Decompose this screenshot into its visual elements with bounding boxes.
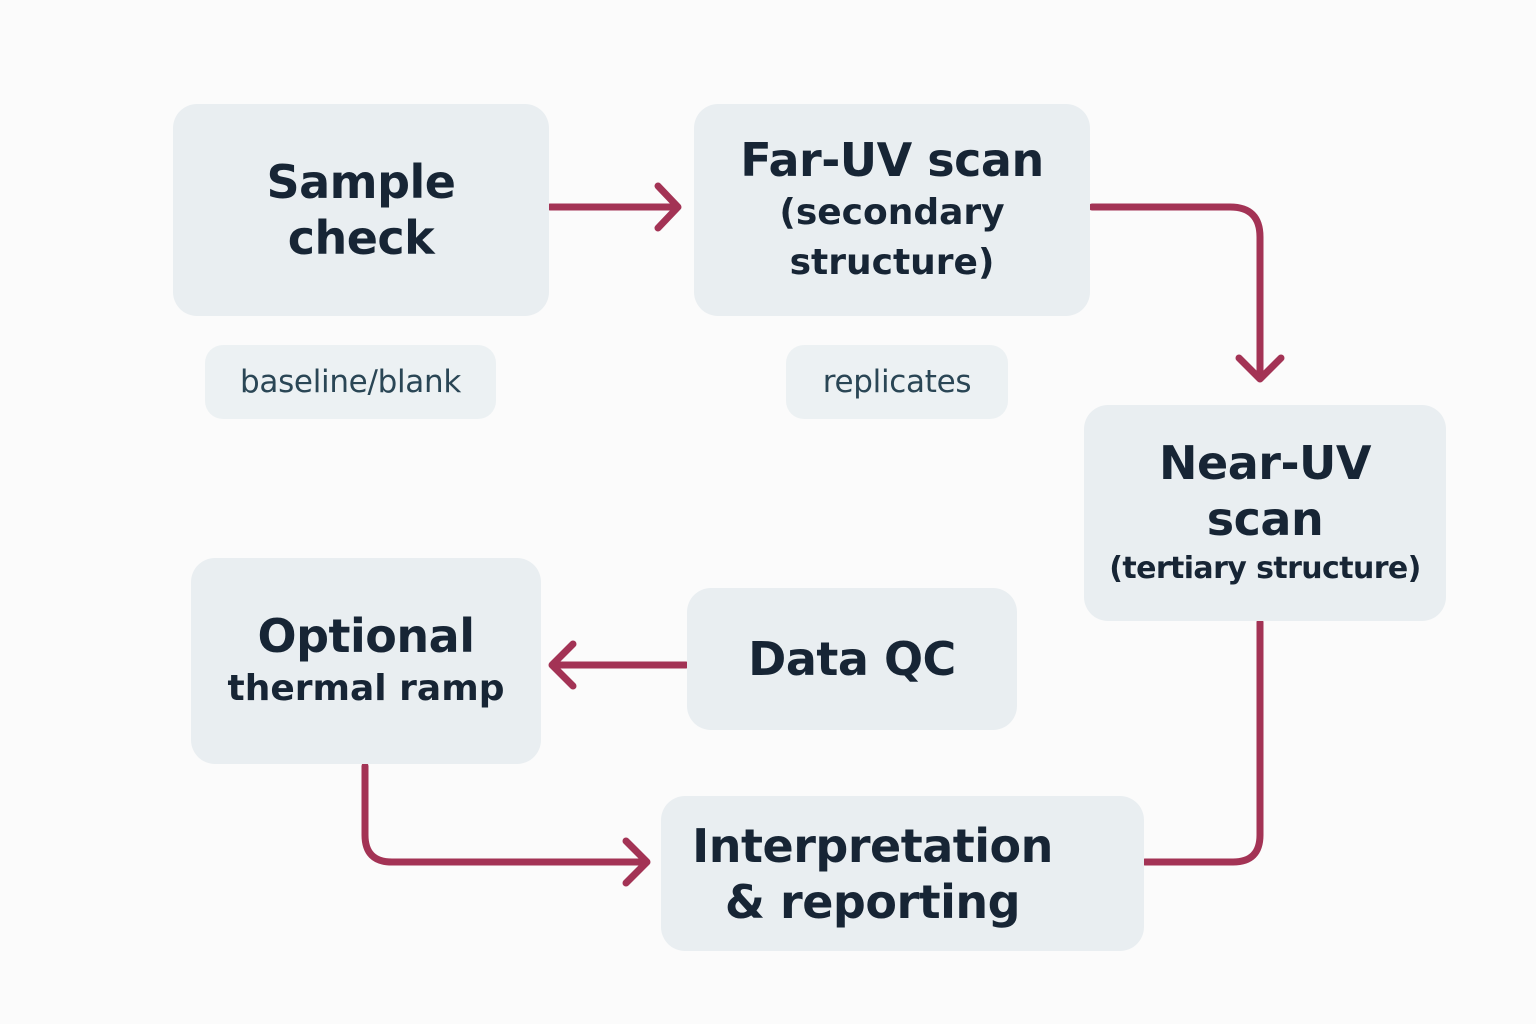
data-qc-title: Data QC bbox=[748, 632, 956, 686]
data-qc-node: Data QC bbox=[687, 588, 1017, 730]
connector-nearUV-to-interpretation bbox=[1141, 618, 1264, 866]
optional-thermal-ramp-node: Optional thermal ramp bbox=[191, 558, 541, 764]
far-uv-line3: structure) bbox=[789, 242, 995, 283]
sample-check-node: Sample check bbox=[173, 104, 549, 316]
near-uv-line3: (tertiary structure) bbox=[1109, 551, 1421, 586]
arrowhead-thermal bbox=[548, 640, 577, 690]
interpretation-line1: Interpretation bbox=[692, 818, 1053, 873]
interpretation-node: Interpretation & reporting bbox=[661, 796, 1144, 951]
arrowhead-nearUV bbox=[1235, 354, 1285, 383]
interpretation-line2: & reporting bbox=[724, 874, 1021, 929]
far-uv-node: Far-UV scan (secondary structure) bbox=[694, 104, 1090, 316]
thermal-line2: thermal ramp bbox=[227, 668, 505, 709]
baseline-blank-tag: baseline/blank bbox=[205, 345, 496, 419]
far-uv-title: Far-UV scan bbox=[740, 133, 1044, 187]
sample-check-line2: check bbox=[287, 211, 435, 265]
near-uv-node: Near-UV scan (tertiary structure) bbox=[1084, 405, 1446, 621]
far-uv-line2: (secondary bbox=[779, 192, 1005, 233]
arrowhead-farUV bbox=[654, 182, 682, 232]
near-uv-line1: Near-UV bbox=[1159, 436, 1371, 490]
arrow-thermal-to-interpretation bbox=[361, 762, 649, 866]
baseline-blank-label: baseline/blank bbox=[240, 364, 461, 400]
near-uv-line2: scan bbox=[1206, 492, 1324, 546]
thermal-title: Optional bbox=[257, 609, 475, 663]
arrowhead-interpretation bbox=[622, 837, 651, 887]
replicates-tag: replicates bbox=[786, 345, 1008, 419]
sample-check-line1: Sample bbox=[266, 155, 457, 209]
arrow-farUV-to-nearUV bbox=[1088, 203, 1264, 382]
replicates-label: replicates bbox=[822, 364, 972, 400]
